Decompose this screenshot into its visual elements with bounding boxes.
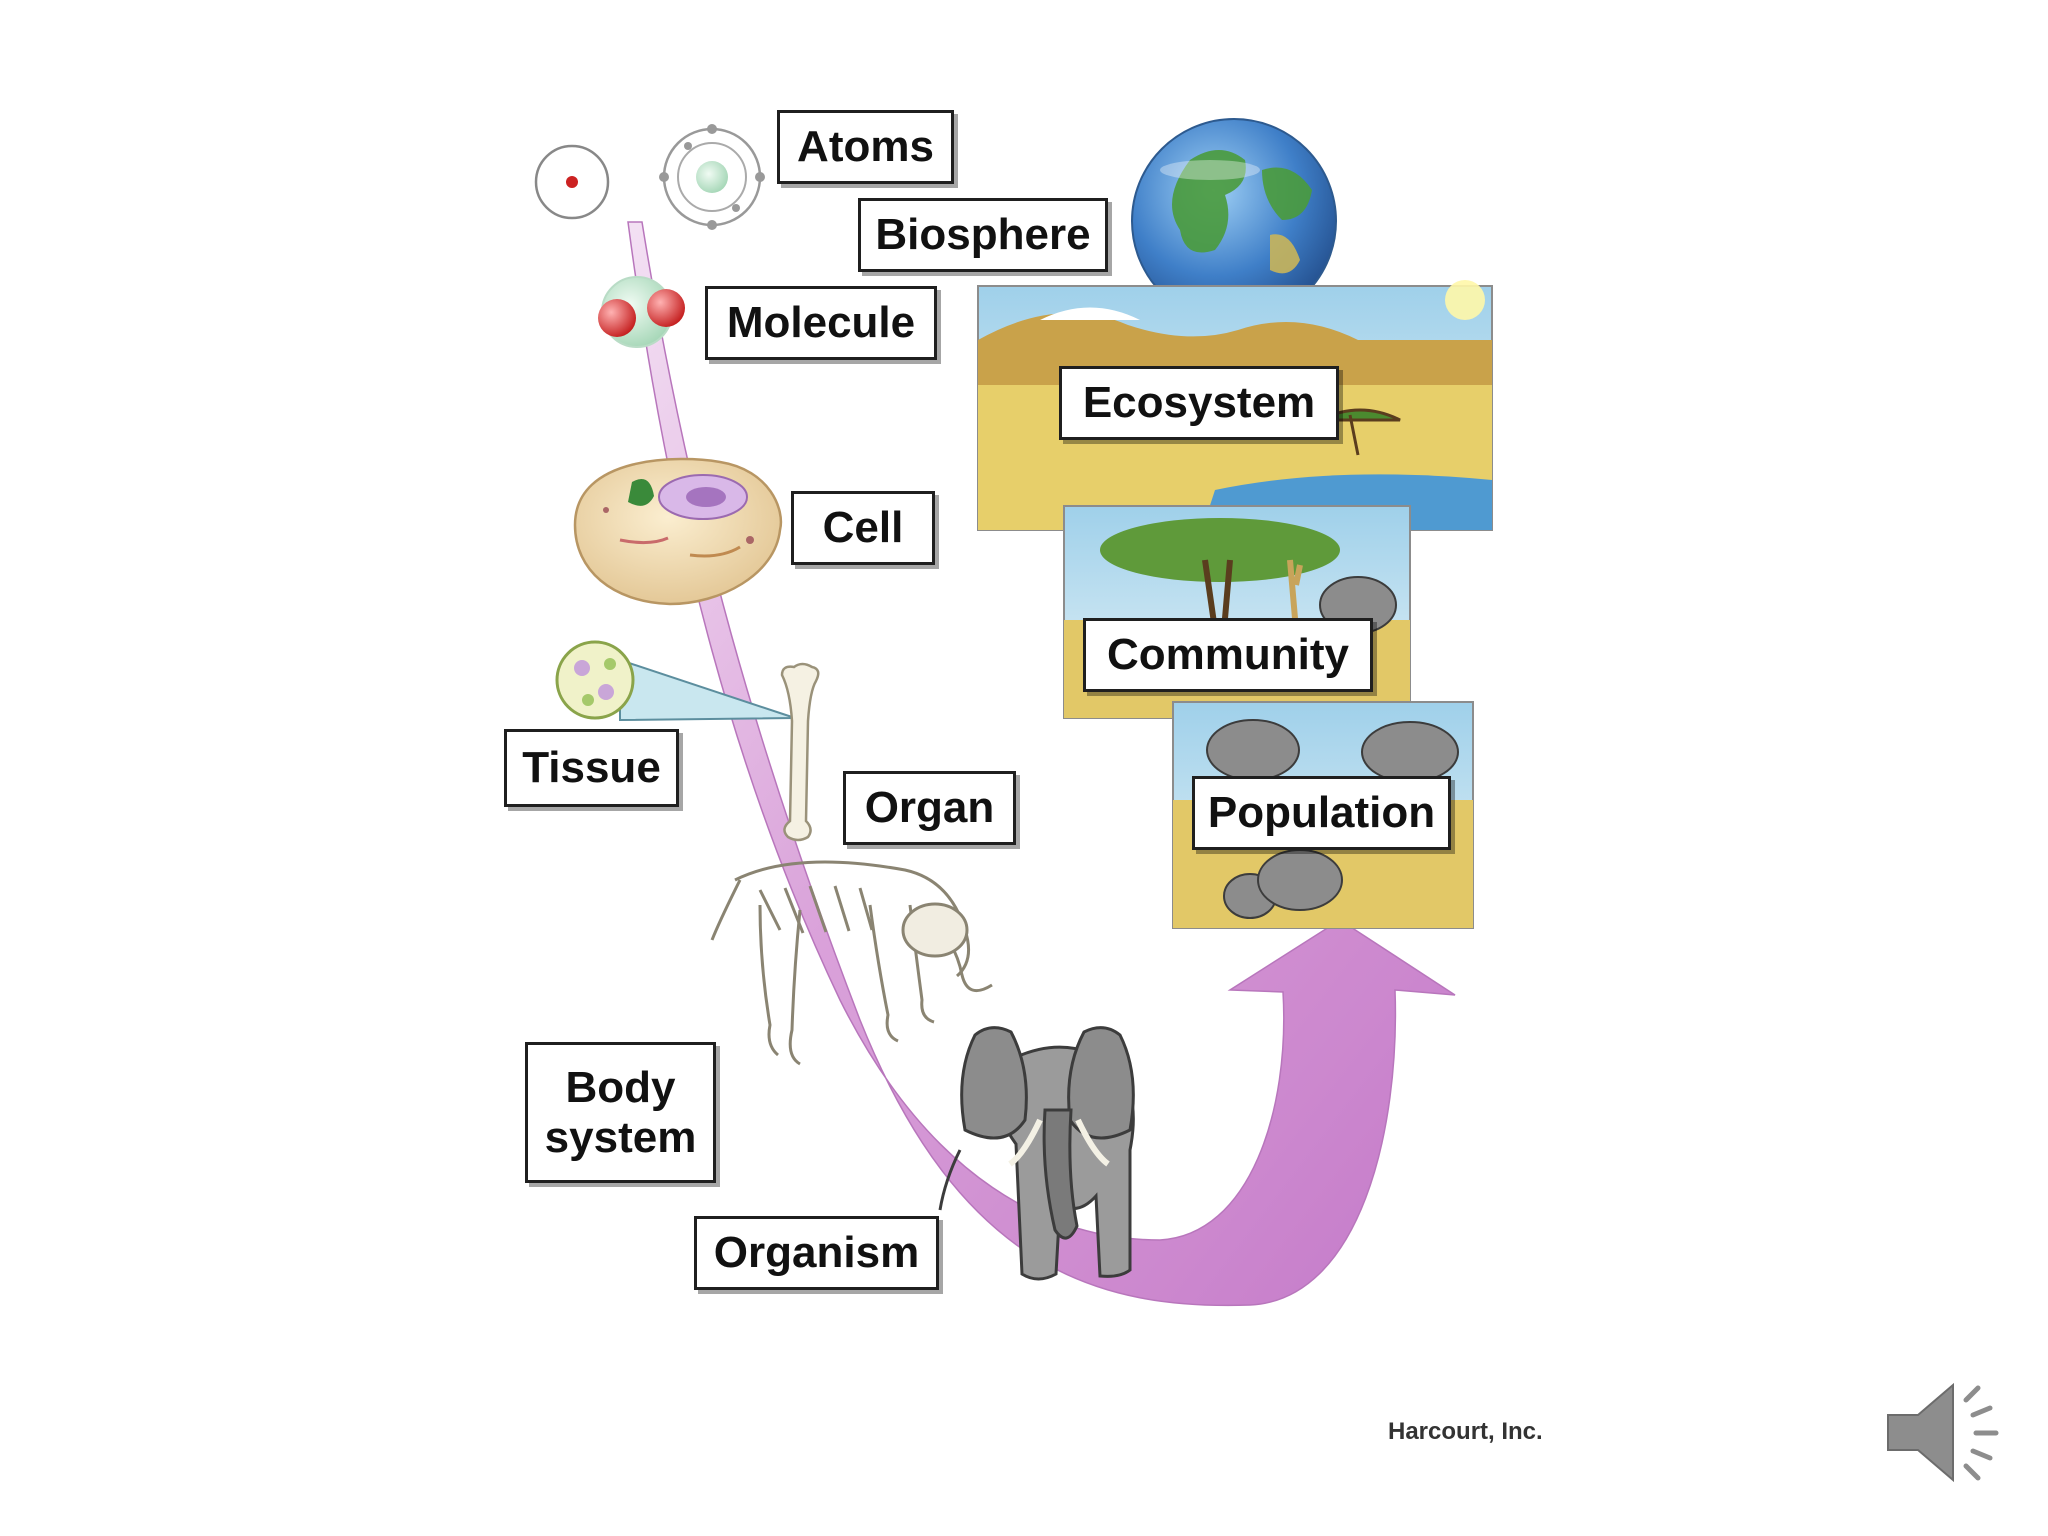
label-community: Community (1083, 618, 1373, 692)
image-credit: Harcourt, Inc. (1388, 1418, 1543, 1445)
globe-icon (1131, 118, 1337, 324)
elephant-icon (938, 1026, 1135, 1281)
molecule-icon (598, 276, 685, 348)
label-body-system-line2: system (544, 1112, 697, 1162)
label-organism: Organism (694, 1216, 939, 1290)
cell-icon (573, 457, 783, 606)
label-biosphere: Biosphere (858, 198, 1108, 272)
label-population: Population (1192, 776, 1451, 850)
label-organ: Organ (843, 771, 1016, 845)
speaker-icon[interactable] (1878, 1370, 2018, 1500)
label-body-system-line1: Body (565, 1063, 676, 1113)
label-atoms: Atoms (777, 110, 954, 184)
label-body-system: Body system (525, 1042, 716, 1183)
atom-large-icon (659, 124, 765, 230)
atom-small-icon (534, 144, 610, 220)
label-cell: Cell (791, 491, 935, 565)
skeleton-icon (710, 860, 993, 1066)
label-tissue: Tissue (504, 729, 679, 807)
tissue-icon (555, 640, 796, 722)
bone-icon (780, 662, 820, 842)
label-ecosystem: Ecosystem (1059, 366, 1339, 440)
label-molecule: Molecule (705, 286, 937, 360)
